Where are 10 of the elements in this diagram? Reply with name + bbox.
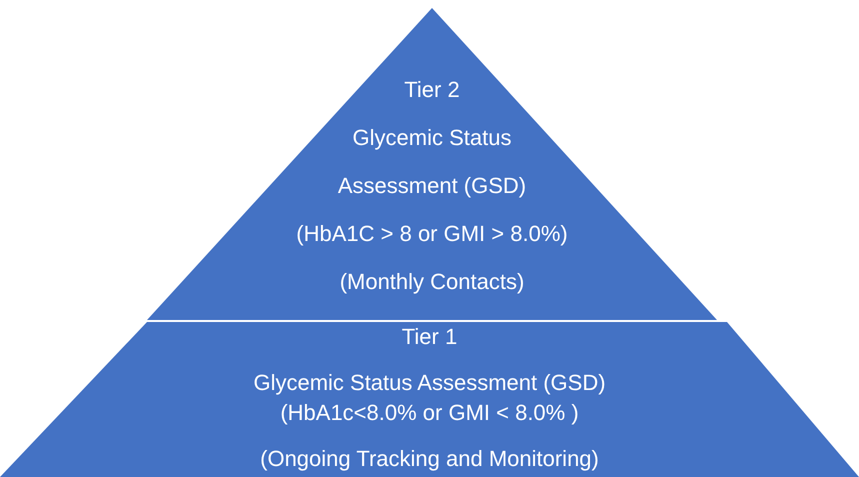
tier-frequency: (Ongoing Tracking and Monitoring) bbox=[260, 445, 599, 473]
tier-heading: Tier 1 bbox=[402, 323, 458, 351]
pyramid-bottom-tier bbox=[0, 322, 859, 477]
tier-title: Glycemic Status Assessment (GSD) bbox=[336, 124, 528, 200]
tier-criteria: (HbA1c<8.0% or GMI < 8.0% ) bbox=[280, 399, 579, 427]
tier-frequency: (Monthly Contacts) bbox=[340, 268, 524, 296]
tier-heading: Tier 2 bbox=[404, 76, 460, 104]
tier-criteria: (HbA1C > 8 or GMI > 8.0%) bbox=[296, 220, 568, 248]
tier-title: Glycemic Status Assessment (GSD) bbox=[253, 369, 606, 397]
pyramid-top-tier bbox=[147, 8, 717, 320]
